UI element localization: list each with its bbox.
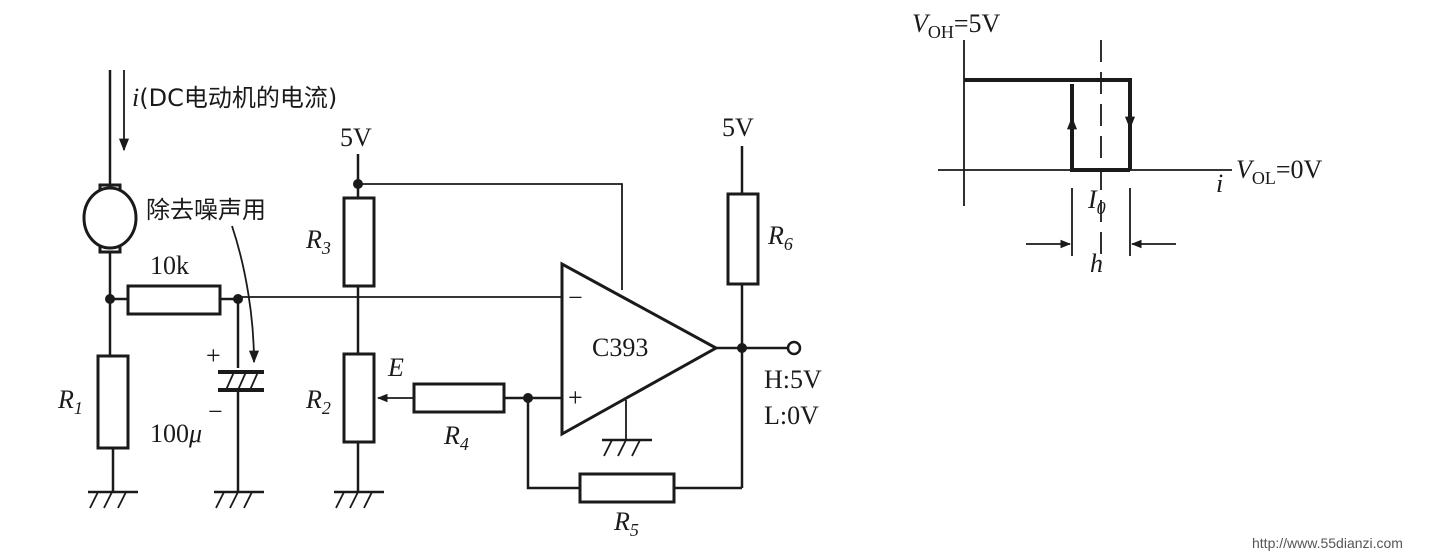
filter-network: 10k + − 100μ 除去噪声用: [110, 196, 266, 509]
comparator-name: C393: [592, 333, 648, 362]
resistor-r4: [412, 382, 506, 414]
resistor-r6: [726, 192, 760, 286]
i0-label: I0: [1087, 185, 1106, 218]
resistor-r2: [342, 352, 376, 444]
noninverting-sign: +: [568, 383, 583, 412]
noise-removal-label: 除去噪声用: [146, 196, 266, 224]
r6-label: R6: [767, 221, 793, 254]
comparator-c393: − + C393: [238, 261, 720, 457]
comparator-supply-wire: [358, 183, 623, 290]
ground-symbol-r2: [334, 490, 384, 509]
ground-symbol-comparator: [602, 438, 652, 457]
node-e-label: E: [387, 353, 404, 382]
output-low-label: L:0V: [764, 401, 819, 430]
vol-label: VOL=0V: [1236, 155, 1323, 188]
current-label: i(DC电动机的电流): [132, 83, 337, 112]
ground-symbol-cap: [214, 490, 264, 509]
h-label: h: [1090, 249, 1103, 278]
resistor-r1: [96, 354, 130, 450]
inverting-sign: −: [568, 283, 583, 312]
cap-value-label: 100μ: [150, 419, 202, 448]
resistor-10k-label: 10k: [150, 251, 189, 280]
reference-divider: 5V R3 R2 E R4: [305, 123, 623, 509]
low-output-curve: [1070, 84, 1130, 172]
supply-right-label: 5V: [722, 113, 754, 142]
resistor-r3: [342, 196, 376, 288]
motor-branch: i(DC电动机的电流) R1: [57, 70, 337, 509]
supply-left-label: 5V: [340, 123, 372, 152]
x-axis-label: i: [1216, 169, 1223, 198]
r4-label: R4: [443, 421, 469, 454]
r1-label: R1: [57, 385, 83, 418]
resistor-10k: [126, 284, 222, 316]
high-output-curve: [964, 78, 1132, 170]
cap-plus-sign: +: [206, 341, 221, 370]
output-node-dot: [737, 343, 747, 353]
feedback-left-wire: [526, 398, 580, 490]
noise-pointer-arrow: [231, 225, 260, 364]
output-high-label: H:5V: [764, 365, 822, 394]
resistor-r5: [578, 472, 676, 504]
voh-label: VOH=5V: [912, 9, 1001, 42]
r3-label: R3: [305, 225, 331, 258]
r2-label: R2: [305, 385, 331, 418]
watermark: http://www.55dianzi.com: [1252, 535, 1403, 551]
capacitor-100u: [218, 370, 264, 392]
hysteresis-graph: VOH=5V VOL=0V i I0 h: [912, 9, 1323, 278]
dc-motor: [82, 183, 138, 254]
cap-minus-sign: −: [208, 397, 223, 426]
r5-label: R5: [613, 507, 639, 540]
output-stage: 5V R6 H:5V L:0V R5: [526, 113, 822, 540]
comparator-triangle: [560, 261, 720, 437]
output-terminal: [786, 340, 802, 356]
ground-symbol-r1: [88, 490, 138, 509]
